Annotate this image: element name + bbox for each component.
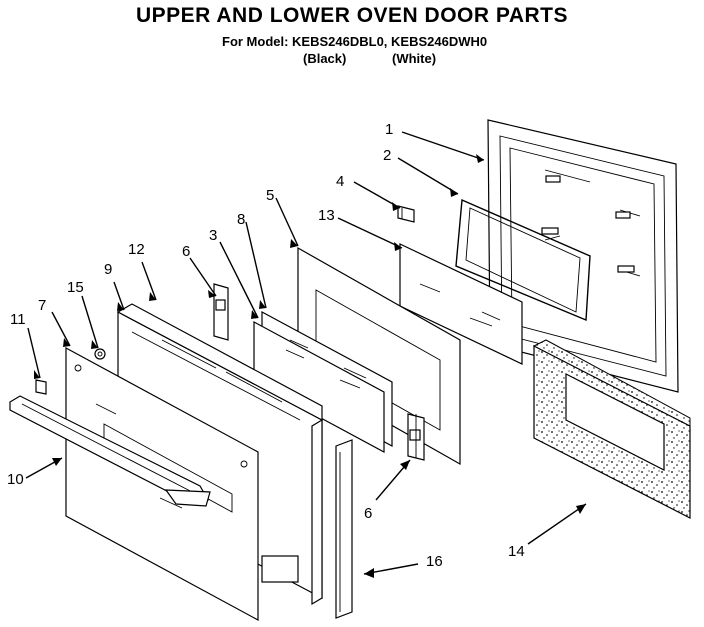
callout-9: 9 bbox=[104, 261, 112, 278]
callout-12: 12 bbox=[128, 241, 145, 258]
callout-4: 4 bbox=[336, 173, 344, 190]
callout-2: 2 bbox=[383, 147, 391, 164]
model-line: For Model: KEBS246DBL0, KEBS246DWH0 bbox=[222, 34, 488, 49]
callout-14: 14 bbox=[508, 543, 525, 560]
part-6-hinge-bracket-right bbox=[407, 413, 425, 461]
callout-15: 15 bbox=[67, 279, 84, 296]
callout-10: 10 bbox=[7, 471, 24, 488]
leader-lines bbox=[25, 131, 587, 578]
part-16-side-trim bbox=[335, 439, 353, 619]
callout-6-lower: 6 bbox=[364, 505, 372, 522]
part-2-gasket bbox=[455, 198, 591, 322]
callout-3: 3 bbox=[209, 227, 217, 244]
part-14-insulation bbox=[532, 339, 691, 519]
callout-7: 7 bbox=[38, 297, 46, 314]
part-13-window-glass bbox=[399, 243, 523, 365]
variant-white-label: (White) bbox=[392, 51, 437, 66]
callout-5: 5 bbox=[266, 187, 274, 204]
callout-13: 13 bbox=[318, 207, 335, 224]
variant-black-label: (Black) bbox=[303, 51, 347, 66]
callout-16: 16 bbox=[426, 553, 443, 570]
callout-11: 11 bbox=[10, 311, 26, 328]
callout-1: 1 bbox=[385, 121, 393, 138]
part-5-inner-panel bbox=[297, 246, 461, 466]
part-15-fastener bbox=[94, 348, 106, 360]
part-1-inner-liner bbox=[487, 119, 679, 393]
callout-6-upper: 6 bbox=[182, 243, 190, 260]
page-title: UPPER AND LOWER OVEN DOOR PARTS bbox=[135, 4, 569, 27]
part-6-hinge-bracket-left bbox=[213, 283, 229, 341]
part-3-glass-pane bbox=[253, 320, 385, 454]
callout-8: 8 bbox=[237, 211, 245, 228]
part-10-handle bbox=[9, 395, 211, 507]
part-4-clip bbox=[397, 205, 415, 223]
part-11-end-cap bbox=[35, 379, 47, 395]
